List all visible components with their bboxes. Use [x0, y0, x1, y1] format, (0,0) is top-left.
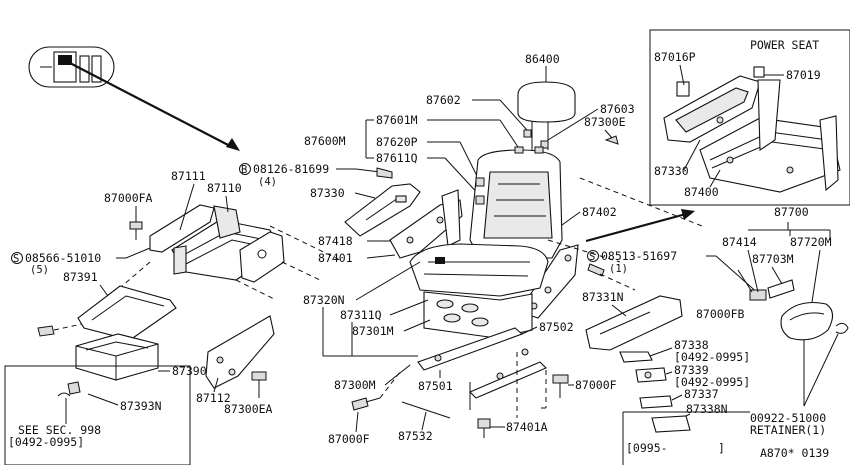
- label-87111: 87111: [171, 169, 206, 183]
- label-87339: 87339: [674, 363, 709, 377]
- see-section-box: [4, 365, 191, 465]
- label-87330-left: 87330: [310, 186, 345, 200]
- power-seat-title: POWER SEAT: [750, 38, 819, 52]
- locator-arrow-head: [226, 138, 240, 151]
- screw-s1-qty: (5): [30, 264, 49, 276]
- label-87703M: 87703M: [752, 252, 794, 266]
- label-87402: 87402: [582, 205, 617, 219]
- label-87390: 87390: [172, 364, 207, 378]
- screw-s1-marker: [11, 252, 23, 264]
- recliner-mechanism-drawing: [389, 189, 463, 259]
- recliner-cover-drawing: [344, 183, 421, 237]
- label-87600M: 87600M: [304, 134, 346, 148]
- retainer-label: RETAINER(1): [750, 423, 826, 437]
- label-87300E: 87300E: [584, 115, 626, 129]
- date-87339: [0492-0995]: [674, 375, 750, 389]
- label-87602: 87602: [426, 93, 461, 107]
- seatback-drawing: [469, 146, 563, 259]
- power-seat-arrow-head: [681, 209, 695, 220]
- bolt-b-letter: B: [241, 164, 247, 176]
- label-87532: 87532: [398, 429, 433, 443]
- label-87720M: 87720M: [790, 235, 832, 249]
- locator-arrow: [67, 61, 233, 148]
- vehicle-locator-icon: [28, 46, 115, 88]
- label-87019: 87019: [786, 68, 821, 82]
- label-87301M: 87301M: [352, 324, 394, 338]
- label-87000FA: 87000FA: [104, 191, 153, 205]
- date-87338N-start: [0995-: [626, 441, 668, 455]
- bolt-b-number: 08126-81699: [253, 162, 329, 176]
- see-section-line1: SEE SEC. 998: [18, 423, 101, 437]
- screw-s2-qty: (1): [609, 263, 628, 275]
- under-seat-tray-drawing: [75, 333, 159, 381]
- seat-frame-drawing: [149, 204, 285, 283]
- label-86400: 86400: [525, 52, 560, 66]
- label-87414: 87414: [722, 235, 757, 249]
- label-87000F-bottom: 87000F: [328, 432, 370, 446]
- label-87400: 87400: [684, 185, 719, 199]
- power-switch-knob-drawing: [737, 269, 834, 341]
- date-87338N-end: ]: [718, 441, 725, 455]
- label-87331N: 87331N: [582, 290, 624, 304]
- label-87603: 87603: [600, 102, 635, 116]
- date-87338: [0492-0995]: [674, 350, 750, 364]
- diagram-code: A870* 0139: [760, 446, 829, 460]
- retainer-number: 00922-51000: [750, 411, 826, 425]
- seat-cushion-drawing: [409, 243, 549, 339]
- label-87611Q: 87611Q: [376, 151, 418, 165]
- label-87501: 87501: [418, 379, 453, 393]
- label-87337: 87337: [684, 387, 719, 401]
- see-section-line2: [0492-0995]: [8, 435, 84, 449]
- label-87391: 87391: [63, 270, 98, 284]
- label-87401A: 87401A: [506, 420, 548, 434]
- label-87700: 87700: [774, 205, 809, 219]
- seat-track-drawing: [417, 327, 547, 410]
- power-seat-arrow: [585, 212, 687, 243]
- screw-s2-letter: S: [589, 251, 595, 263]
- label-87000FB: 87000FB: [696, 307, 745, 321]
- screw-s2-marker: [587, 250, 599, 262]
- power-seat-panel: [649, 29, 850, 206]
- label-87112: 87112: [196, 391, 231, 405]
- screw-s1-number: 08566-51010: [25, 251, 101, 265]
- label-87338: 87338: [674, 338, 709, 352]
- label-87330-power: 87330: [654, 164, 689, 178]
- label-87502: 87502: [539, 320, 574, 334]
- label-87338N: 87338N: [686, 402, 728, 416]
- side-bracket-drawing: [205, 315, 275, 389]
- power-seat-track-drawing: [663, 66, 841, 193]
- label-87300M: 87300M: [334, 378, 376, 392]
- side-trim-drawing: [585, 295, 683, 351]
- tray-bracket-drawing: [77, 285, 177, 341]
- bolt-b-qty: (4): [258, 176, 277, 188]
- bolt-b-marker: [239, 163, 251, 175]
- label-87620P: 87620P: [376, 135, 418, 149]
- label-87393N: 87393N: [120, 399, 162, 413]
- label-87016P: 87016P: [654, 50, 696, 64]
- screw-s2-number: 08513-51697: [601, 249, 677, 263]
- headrest-drawing: [517, 81, 576, 150]
- label-87110: 87110: [207, 181, 242, 195]
- label-87300EA: 87300EA: [224, 402, 273, 416]
- screw-s1-letter: S: [13, 253, 19, 265]
- label-87311Q: 87311Q: [340, 308, 382, 322]
- label-87000F-right: 87000F: [575, 378, 617, 392]
- label-87418: 87418: [318, 234, 353, 248]
- label-87601M: 87601M: [376, 113, 418, 127]
- label-87320N: 87320N: [303, 293, 345, 307]
